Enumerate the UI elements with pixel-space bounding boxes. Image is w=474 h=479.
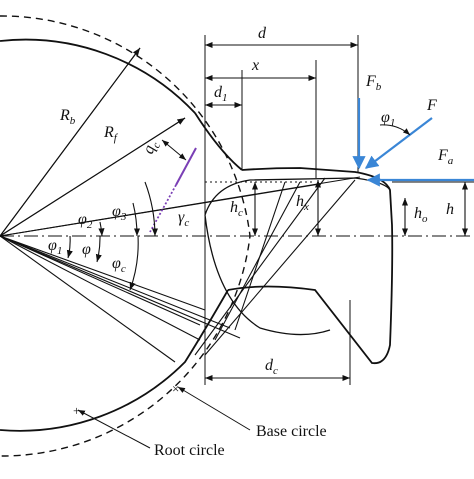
label-h: h — [446, 201, 454, 218]
construction-lines — [194, 177, 356, 356]
root-circle-leader — [77, 409, 151, 449]
tooth-inner-contour — [204, 177, 391, 336]
base-circle-leader — [177, 386, 251, 431]
root-circle-label: Root circle — [154, 442, 225, 459]
angle-arcs — [66, 181, 159, 291]
label-fb: Fb — [365, 73, 382, 93]
root-circle — [0, 38, 243, 432]
label-phi1-left: φ1 — [48, 237, 62, 257]
phi1-force-arc — [379, 124, 411, 136]
label-phi3: φ3 — [112, 203, 127, 223]
label-phi2: φ2 — [78, 211, 93, 231]
label-f: F — [426, 97, 437, 114]
qc-dimension — [161, 139, 187, 161]
label-rb: Rb — [59, 107, 76, 127]
root-circle-cross: + — [73, 403, 80, 418]
label-phi1-force: φ1 — [381, 109, 395, 129]
dimension-arrows — [205, 41, 358, 382]
base-circle-label: Base circle — [256, 423, 327, 440]
label-ho: ho — [414, 205, 428, 225]
label-phi-c: φc — [112, 255, 126, 275]
label-rf: Rf — [103, 124, 119, 144]
label-qc: qc — [140, 138, 163, 157]
rf-arrow — [0, 117, 186, 237]
f-force-arrow — [364, 117, 433, 169]
pressure-line — [175, 147, 197, 186]
rb-arrow — [0, 47, 141, 237]
label-hc: hc — [230, 199, 243, 219]
label-phi: φ — [82, 241, 91, 258]
label-d1: d1 — [214, 84, 228, 104]
label-fa: Fa — [437, 147, 454, 167]
label-dc: dc — [265, 357, 278, 377]
label-x: x — [251, 57, 259, 74]
label-d: d — [258, 25, 267, 42]
label-hx: hx — [296, 193, 309, 213]
tooth-profile — [227, 167, 394, 365]
base-circle-cross: × — [172, 381, 179, 396]
label-gamma-c: γc — [178, 209, 189, 229]
height-arrows — [251, 180, 474, 236]
